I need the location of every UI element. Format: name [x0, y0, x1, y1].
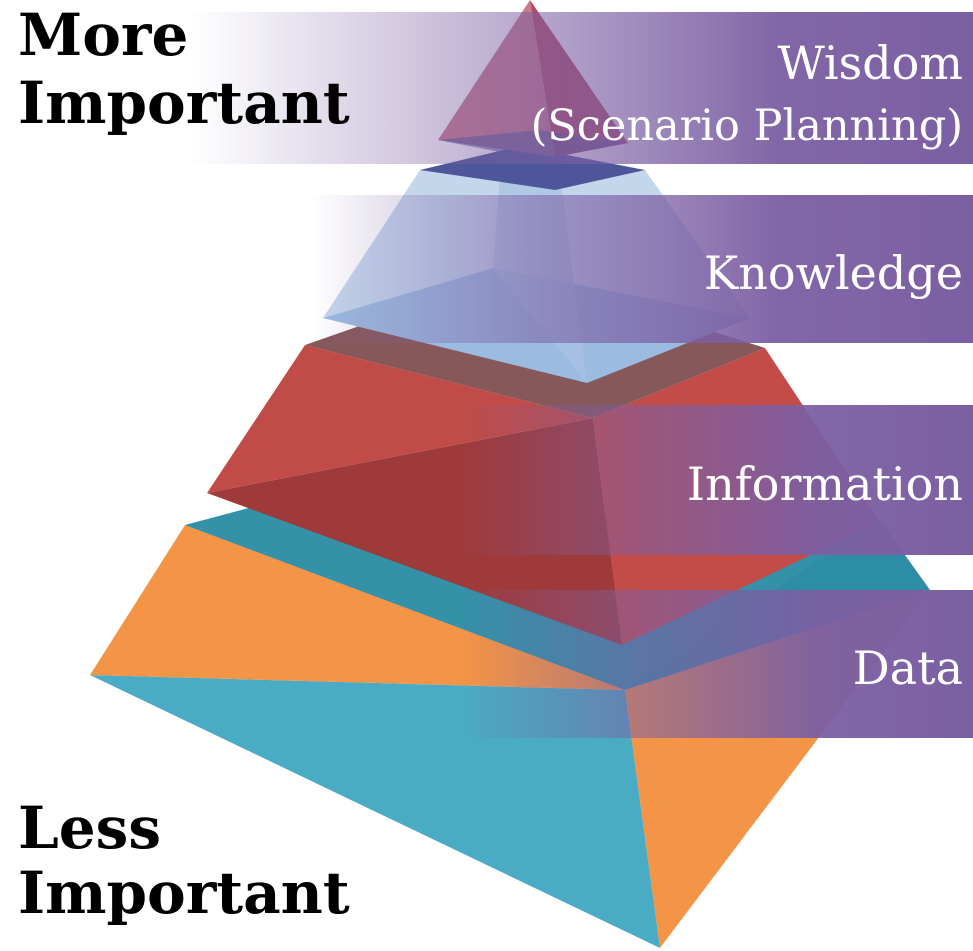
banner-knowledge — [310, 195, 973, 343]
tier-label-knowledge: Knowledge — [704, 246, 963, 300]
banner-wisdom — [190, 12, 973, 164]
heading-less-line2: Important — [18, 859, 350, 927]
heading-more-line1: More — [18, 1, 188, 69]
heading-more-line2: Important — [18, 69, 350, 137]
label-banners — [190, 12, 973, 738]
tier-label-data: Data — [853, 641, 963, 695]
banner-information — [460, 405, 973, 555]
banner-data — [460, 590, 973, 738]
data-left-face — [90, 675, 660, 948]
heading-less-line1: Less — [18, 794, 161, 862]
tier-label-wisdom-line2: (Scenario Planning) — [531, 101, 963, 151]
tier-label-wisdom-line1: Wisdom — [777, 36, 963, 90]
information-left-face — [207, 345, 593, 493]
tier-label-information: Information — [687, 457, 963, 511]
